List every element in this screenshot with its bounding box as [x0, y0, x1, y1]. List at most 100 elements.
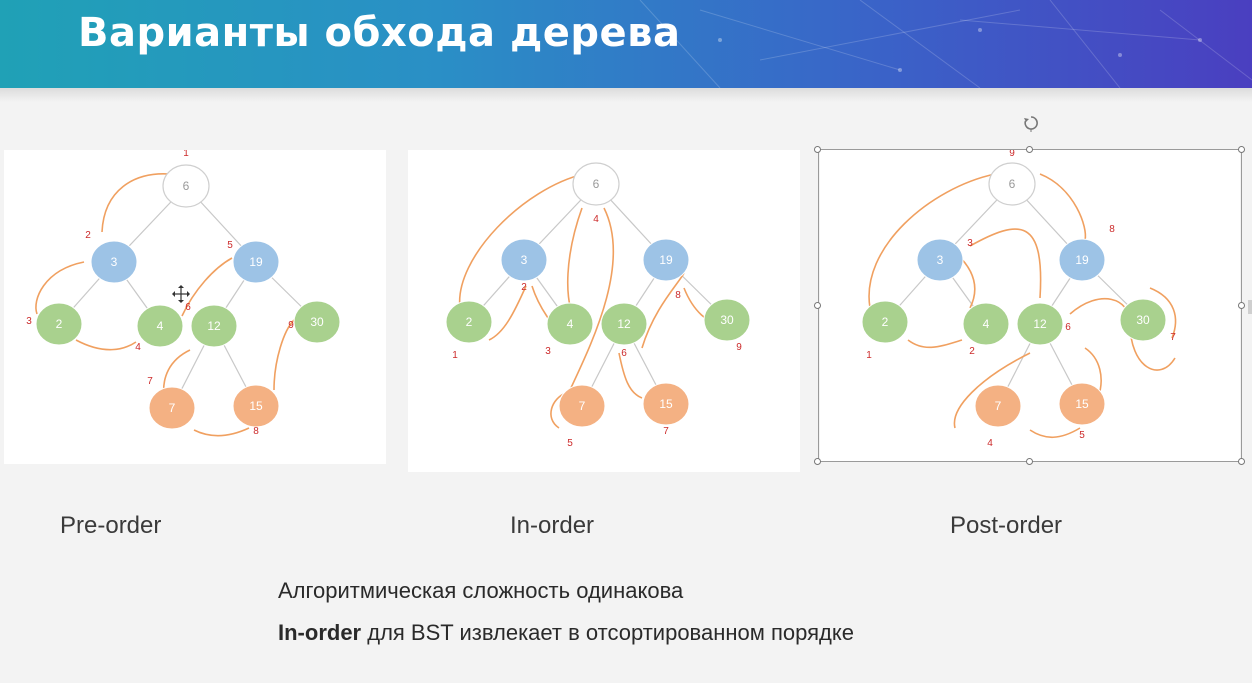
tree-node-label: 7 — [995, 399, 1002, 413]
tree-node-label: 19 — [1075, 253, 1089, 267]
tree-node-6: 6 — [988, 162, 1036, 206]
tree-node-label: 2 — [56, 317, 63, 331]
traversal-step-number: 9 — [736, 342, 742, 353]
tree-node-label: 15 — [1075, 397, 1089, 411]
tree-node-label: 12 — [1033, 317, 1047, 331]
resize-handle-bottom[interactable] — [1026, 458, 1033, 465]
resize-handle-right[interactable] — [1238, 302, 1245, 309]
tree-node-label: 3 — [521, 253, 528, 267]
tree-node-15: 15 — [232, 384, 280, 428]
traversal-arc — [1039, 173, 1087, 241]
traversal-step-number: 9 — [1009, 150, 1015, 159]
traversal-step-number: 6 — [621, 348, 627, 359]
inorder-bst-note: In-order для BST извлекает в отсортирова… — [278, 620, 854, 646]
tree-node-4: 4 — [136, 304, 184, 348]
banner-network-pattern — [639, 0, 1252, 88]
inorder-bst-note-rest: для BST извлекает в отсортированном поря… — [361, 620, 854, 645]
traversal-step-number: 5 — [227, 240, 233, 251]
tree-node-4: 4 — [962, 302, 1010, 346]
traversal-step-number: 7 — [147, 376, 153, 387]
traversal-arc — [273, 319, 295, 391]
caption-preorder: Pre-order — [60, 512, 162, 539]
tree-node-label: 2 — [882, 315, 889, 329]
traversal-arc — [969, 228, 1042, 299]
traversal-step-number: 6 — [185, 302, 191, 313]
resize-handle-top-right[interactable] — [1238, 146, 1245, 153]
resize-handle-top[interactable] — [1026, 146, 1033, 153]
tree-node-label: 15 — [659, 397, 673, 411]
traversal-step-number: 1 — [183, 150, 189, 159]
tree-node-7: 7 — [558, 384, 606, 428]
traversal-step-number: 4 — [135, 342, 141, 353]
traversal-step-number: 4 — [987, 438, 993, 449]
tree-node-label: 7 — [579, 399, 586, 413]
caption-inorder: In-order — [510, 512, 595, 539]
traversal-arc — [563, 207, 615, 404]
traversal-arc — [181, 257, 233, 317]
traversal-arc — [101, 173, 170, 233]
tree-node-19: 19 — [1058, 238, 1106, 282]
tree-node-3: 3 — [500, 238, 548, 282]
traversal-arc — [567, 207, 583, 313]
tree-node-label: 19 — [249, 255, 263, 269]
tree-node-label: 6 — [593, 177, 600, 191]
tree-node-7: 7 — [974, 384, 1022, 428]
tree-node-label: 15 — [249, 399, 263, 413]
traversal-arc — [458, 173, 585, 309]
tree-node-label: 3 — [937, 253, 944, 267]
traversal-arc — [1149, 287, 1177, 339]
rotate-handle-icon[interactable] — [1022, 114, 1040, 132]
tree-node-label: 4 — [157, 319, 164, 333]
resize-handle-bottom-right[interactable] — [1238, 458, 1245, 465]
tree-node-label: 19 — [659, 253, 673, 267]
traversal-arc — [488, 285, 527, 341]
slide-title: Варианты обхода дерева — [78, 10, 681, 56]
complexity-note: Алгоритмическая сложность одинакова — [278, 578, 684, 603]
tree-node-2: 2 — [861, 300, 909, 344]
scrollbar-thumb[interactable] — [1248, 300, 1252, 314]
traversal-arc — [641, 272, 685, 349]
traversal-step-number: 1 — [866, 350, 872, 361]
traversal-step-number: 9 — [288, 320, 294, 331]
traversal-arc — [1029, 427, 1081, 439]
resize-handle-top-left[interactable] — [814, 146, 821, 153]
traversal-path — [35, 173, 295, 437]
tree-node-label: 12 — [207, 319, 221, 333]
tree-node-4: 4 — [546, 302, 594, 346]
traversal-step-number: 7 — [1170, 332, 1176, 343]
traversal-step-number: 8 — [675, 290, 681, 301]
tree-node-2: 2 — [445, 300, 493, 344]
tree-node-19: 19 — [642, 238, 690, 282]
traversal-step-number: 4 — [593, 214, 599, 225]
traversal-step-number: 3 — [545, 346, 551, 357]
traversal-step-number: 5 — [1079, 430, 1085, 441]
traversal-arc — [953, 352, 1031, 429]
tree-node-3: 3 — [916, 238, 964, 282]
traversal-step-number: 1 — [452, 350, 458, 361]
tree-node-label: 7 — [169, 401, 176, 415]
traversal-arc — [868, 173, 996, 309]
tree-node-label: 30 — [310, 315, 324, 329]
traversal-step-number: 6 — [1065, 322, 1071, 333]
tree-node-3: 3 — [90, 240, 138, 284]
caption-postorder: Post-order — [950, 512, 1063, 539]
tree-node-label: 6 — [183, 179, 190, 193]
resize-handle-bottom-left[interactable] — [814, 458, 821, 465]
banner-shadow — [0, 88, 1252, 102]
traversal-step-number: 8 — [253, 426, 259, 437]
traversal-step-number: 2 — [85, 230, 91, 241]
tree-node-label: 3 — [111, 255, 118, 269]
tree-node-12: 12 — [600, 302, 648, 346]
traversal-arc — [193, 427, 250, 437]
tree-node-12: 12 — [1016, 302, 1064, 346]
traversal-arc — [35, 261, 85, 315]
slide-title-banner: Варианты обхода дерева — [0, 0, 1252, 88]
tree-node-label: 4 — [983, 317, 990, 331]
tree-node-label: 6 — [1009, 177, 1016, 191]
traversal-arc — [75, 339, 137, 351]
resize-handle-left[interactable] — [814, 302, 821, 309]
